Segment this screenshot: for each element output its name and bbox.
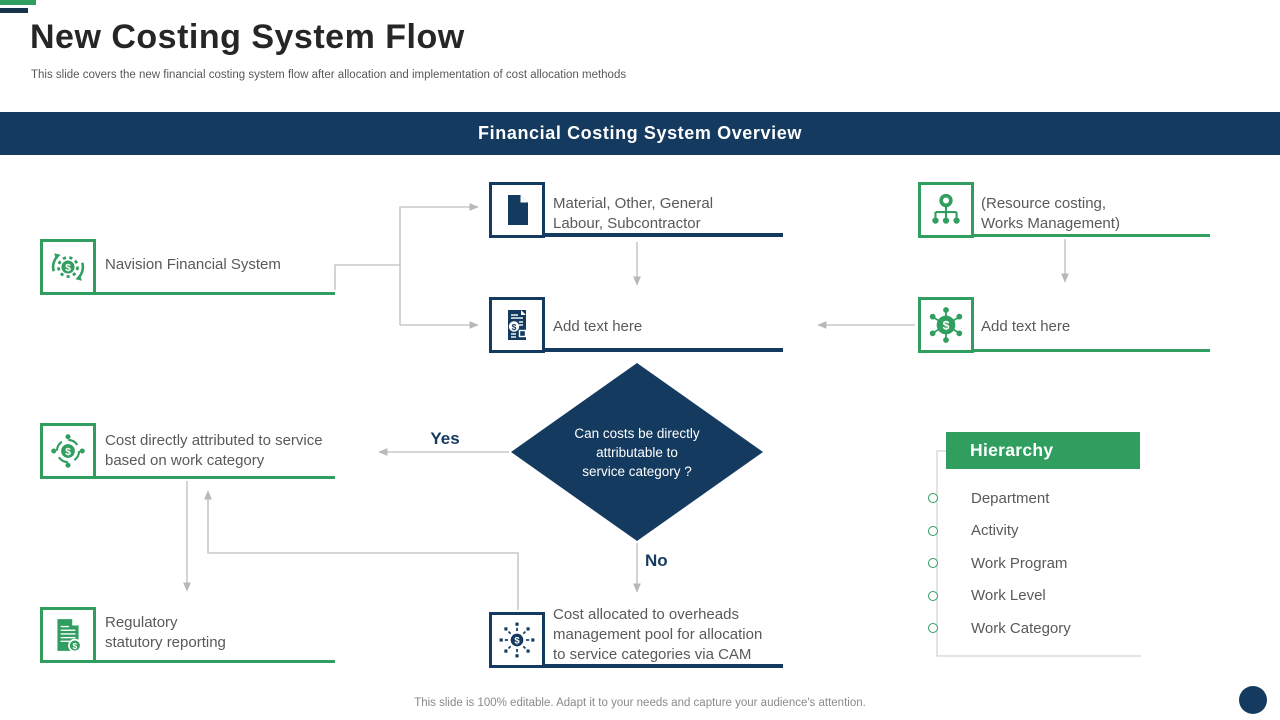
label-line: Works Management) bbox=[981, 215, 1120, 232]
node-add-text-mid-label: Add text here bbox=[553, 318, 643, 335]
underline bbox=[96, 476, 335, 479]
connector bbox=[334, 264, 400, 290]
report-dollar-icon: $ bbox=[57, 619, 82, 653]
svg-text:$: $ bbox=[943, 319, 950, 333]
label-line: Labour, Subcontractor bbox=[553, 215, 701, 232]
hierarchy-list: Department Activity Work Program Work Le… bbox=[928, 482, 1071, 645]
coin-orbit-icon: $ bbox=[51, 434, 85, 468]
node-overheads: $ bbox=[489, 612, 545, 668]
org-chart-icon bbox=[932, 193, 960, 224]
underline bbox=[96, 660, 335, 663]
decision-line: Can costs be directly bbox=[574, 425, 700, 441]
node-cost-direct-label: Cost directly attributed to service base… bbox=[105, 431, 323, 471]
node-material bbox=[489, 182, 545, 238]
bullet-icon bbox=[928, 590, 938, 601]
yes-label: Yes bbox=[430, 429, 460, 448]
underline bbox=[974, 234, 1210, 237]
bullet-icon bbox=[928, 493, 938, 504]
hierarchy-item-label: Activity bbox=[971, 522, 1019, 540]
hierarchy-item-label: Department bbox=[971, 489, 1050, 507]
label-line: (Resource costing, bbox=[981, 195, 1107, 212]
label-line: statutory reporting bbox=[105, 634, 226, 651]
decision-line: service category ? bbox=[582, 463, 692, 479]
page-subtitle: This slide covers the new financial cost… bbox=[31, 69, 627, 81]
svg-text:$: $ bbox=[512, 322, 517, 332]
underline bbox=[96, 292, 335, 295]
invoice-dollar-icon: $ bbox=[508, 310, 527, 340]
node-add-text-right: $ bbox=[918, 297, 974, 353]
underline bbox=[545, 233, 783, 237]
file-icon bbox=[508, 195, 528, 225]
accent-bar-green bbox=[0, 0, 36, 5]
svg-text:$: $ bbox=[65, 446, 71, 458]
node-navision-label: Navision Financial System bbox=[105, 256, 281, 273]
decision-diamond: Can costs be directly attributable to se… bbox=[511, 363, 763, 541]
node-resource-label: (Resource costing, Works Management) bbox=[981, 194, 1120, 234]
node-regulatory-label: Regulatory statutory reporting bbox=[105, 613, 226, 653]
label-line: to service categories via CAM bbox=[553, 646, 752, 663]
section-banner: Financial Costing System Overview bbox=[0, 112, 1280, 155]
svg-text:$: $ bbox=[65, 262, 71, 274]
decision-line: attributable to bbox=[596, 444, 678, 460]
bullet-icon bbox=[928, 623, 938, 634]
hierarchy-item: Work Level bbox=[928, 580, 1071, 613]
bullet-icon bbox=[928, 558, 938, 569]
hierarchy-header: Hierarchy bbox=[946, 432, 1140, 469]
allocation-dollar-icon: $ bbox=[499, 622, 535, 658]
hierarchy-item: Department bbox=[928, 482, 1071, 515]
footer-note: This slide is 100% editable. Adapt it to… bbox=[414, 697, 866, 709]
node-navision: $ bbox=[40, 239, 96, 295]
hierarchy-item: Work Program bbox=[928, 547, 1071, 580]
page-title: New Costing System Flow bbox=[30, 18, 465, 56]
connector bbox=[204, 490, 519, 610]
node-cost-direct: $ bbox=[40, 423, 96, 479]
svg-text:$: $ bbox=[73, 641, 78, 651]
dollar-network-icon: $ bbox=[929, 307, 963, 343]
node-overheads-label: Cost allocated to overheads management p… bbox=[553, 605, 762, 665]
hierarchy-item: Work Category bbox=[928, 612, 1071, 645]
label-line: based on work category bbox=[105, 452, 265, 469]
label-line: Cost directly attributed to service bbox=[105, 432, 323, 449]
hierarchy-title: Hierarchy bbox=[970, 440, 1054, 460]
corner-dot bbox=[1239, 686, 1267, 714]
hierarchy-item: Activity bbox=[928, 515, 1071, 548]
node-add-text-right-label: Add text here bbox=[981, 318, 1071, 335]
accent-bar-navy bbox=[0, 8, 28, 13]
label-line: Regulatory bbox=[105, 614, 178, 631]
node-regulatory: $ bbox=[40, 607, 96, 663]
node-material-label: Material, Other, General Labour, Subcont… bbox=[553, 194, 713, 234]
svg-text:$: $ bbox=[514, 636, 520, 647]
node-resource bbox=[918, 182, 974, 238]
hierarchy-item-label: Work Category bbox=[971, 619, 1071, 637]
node-add-text-mid: $ bbox=[489, 297, 545, 353]
connector bbox=[399, 203, 479, 325]
underline bbox=[545, 664, 783, 668]
label-line: management pool for allocation bbox=[553, 626, 763, 643]
label-line: Cost allocated to overheads bbox=[553, 606, 739, 623]
underline bbox=[545, 348, 783, 352]
section-banner-title: Financial Costing System Overview bbox=[478, 123, 802, 143]
hierarchy-item-label: Work Program bbox=[971, 554, 1068, 572]
sync-dollar-icon: $ bbox=[51, 253, 85, 281]
hierarchy-item-label: Work Level bbox=[971, 587, 1046, 605]
label-line: Material, Other, General bbox=[553, 195, 714, 212]
bullet-icon bbox=[928, 525, 938, 536]
no-label: No bbox=[645, 551, 668, 570]
underline bbox=[974, 349, 1210, 352]
